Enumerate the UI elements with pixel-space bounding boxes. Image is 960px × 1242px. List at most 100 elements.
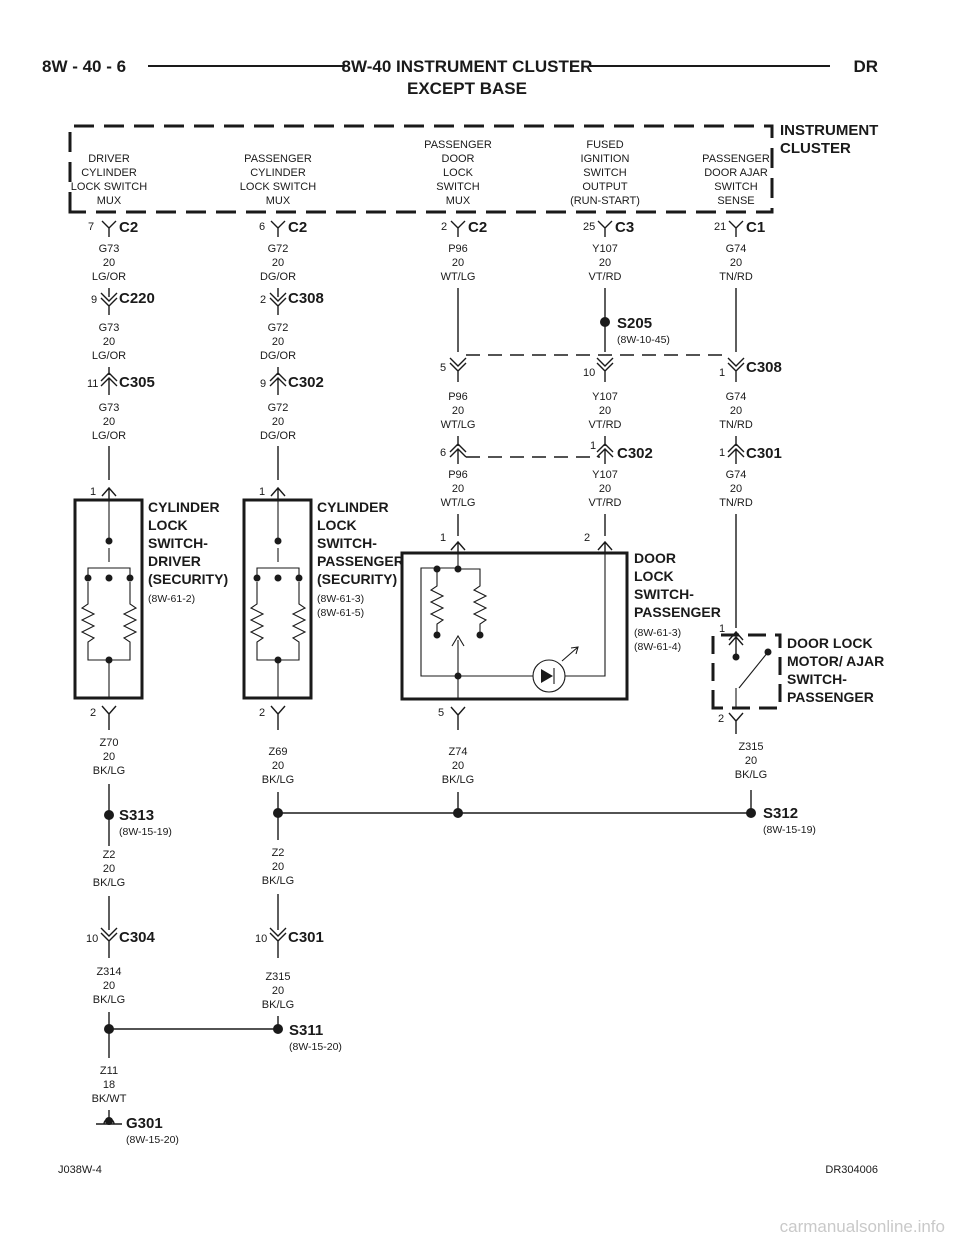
z11-circuit: Z11 — [100, 1065, 118, 1077]
g73-2-circuit: G73 — [99, 322, 120, 334]
motor-node — [764, 648, 772, 656]
c2-a-pin: 7 — [88, 221, 94, 233]
connector-c220-symbol — [100, 288, 118, 315]
dls-pin-2: 2 — [584, 532, 590, 544]
splice-s313-dot — [104, 810, 114, 820]
z315-b-color: BK/LG — [262, 999, 294, 1011]
g72-2-gauge: 20 — [272, 336, 284, 348]
cyl-pass-node — [295, 574, 303, 582]
s311-label: S311 — [289, 1022, 323, 1039]
fn-pcyl-l4: MUX — [266, 195, 291, 207]
motor-l3: SWITCH- — [787, 671, 847, 687]
c220-label: C220 — [119, 290, 155, 307]
y107-1-circuit: Y107 — [592, 243, 618, 255]
connector-c1-symbol — [728, 220, 744, 237]
cyl-pass-bottom-terminal — [270, 705, 286, 730]
z69-color: BK/LG — [262, 774, 294, 786]
dls-box — [400, 551, 629, 701]
c2-b-pin: 6 — [259, 221, 265, 233]
c308-a-pin: 2 — [260, 294, 266, 306]
g73-3-gauge: 20 — [103, 416, 115, 428]
cyl-pass-ref-2: (8W-61-5) — [317, 607, 364, 619]
cyl-drv-top-terminal — [101, 486, 117, 500]
cyl-drv-l3: SWITCH- — [148, 535, 208, 551]
cluster-label-1: INSTRUMENT — [780, 122, 878, 139]
connector-c302-a-symbol — [269, 367, 287, 395]
dls-resistor-b — [458, 568, 488, 635]
fn-dl-l5: MUX — [446, 195, 471, 207]
c301-a-pin: 1 — [719, 447, 725, 459]
s313-ref: (8W-15-19) — [119, 826, 172, 838]
column-g72: 6 C2 G72 20 DG/OR 2 C308 G72 20 DG/OR 9 … — [259, 219, 324, 480]
connector-c308-a-symbol — [269, 288, 287, 315]
z315-b-circuit: Z315 — [265, 971, 290, 983]
g73-2-gauge: 20 — [103, 336, 115, 348]
cyl-pass-node — [253, 574, 261, 582]
g73-3-circuit: G73 — [99, 402, 120, 414]
s313-label: S313 — [119, 807, 154, 824]
p96-3-gauge: 20 — [452, 483, 464, 495]
column-z315-a: Z315 20 BK/LG S312 (8W-15-19) — [735, 741, 816, 836]
y107-1-gauge: 20 — [599, 257, 611, 269]
motor-l4: PASSENGER — [787, 689, 874, 705]
dls-wire — [565, 553, 606, 677]
cyl-drv-ref: (8W-61-2) — [148, 593, 195, 605]
cyl-drv-node — [105, 537, 113, 545]
fn-ajar-l4: SENSE — [717, 195, 754, 207]
c302-a-pin: 9 — [260, 378, 266, 390]
c3-label: C3 — [615, 219, 634, 236]
g72-3-circuit: G72 — [268, 402, 289, 414]
c308-b-label: C308 — [746, 359, 782, 376]
cluster-label-2: CLUSTER — [780, 140, 851, 157]
z2-a-circuit: Z2 — [103, 849, 116, 861]
cyl-pass-top-terminal — [270, 486, 286, 500]
g73-1-gauge: 20 — [103, 257, 115, 269]
dls-pin-5: 5 — [438, 707, 444, 719]
fn-ign-l4: OUTPUT — [582, 181, 628, 193]
connector-c301-a-symbol — [727, 436, 745, 464]
column-z69: Z69 20 BK/LG Z2 20 BK/LG 10 C301 Z315 20… — [255, 746, 748, 1053]
dls-wire — [420, 553, 459, 677]
dls-ref-1: (8W-61-3) — [634, 627, 681, 639]
p96-3-circuit: P96 — [448, 469, 468, 481]
motor-switch-arm — [738, 651, 769, 689]
s312-ref: (8W-15-19) — [763, 824, 816, 836]
column-z70: Z70 20 BK/LG S313 (8W-15-19) Z2 20 BK/LG… — [86, 737, 280, 1146]
z314-circuit: Z314 — [96, 966, 121, 978]
g73-2-color: LG/OR — [92, 350, 126, 362]
door-lock-motor-ajar-switch: 1 2 DOOR LOCK MOTOR/ AJAR SWITCH- PASSEN… — [711, 623, 884, 734]
z11-gauge: 18 — [103, 1079, 115, 1091]
z314-gauge: 20 — [103, 980, 115, 992]
z11-color: BK/WT — [92, 1093, 127, 1105]
cyl-pass-l1: CYLINDER — [317, 499, 389, 515]
footer-left-code: J038W-4 — [58, 1164, 102, 1176]
g74-3-circuit: G74 — [726, 469, 747, 481]
page-number: 8W - 40 - 6 — [42, 57, 126, 76]
motor-l1: DOOR LOCK — [787, 635, 873, 651]
motor-box — [711, 633, 782, 710]
p96-1-gauge: 20 — [452, 257, 464, 269]
connector-c3-symbol — [597, 220, 613, 237]
fn-dl-l3: LOCK — [443, 167, 474, 179]
s205-label: S205 — [617, 315, 652, 332]
p96-1-circuit: P96 — [448, 243, 468, 255]
c305-pin: 11 — [87, 378, 98, 390]
c308-b-pin-y107: 10 — [583, 367, 595, 379]
motor-pin-top: 1 — [719, 623, 725, 635]
instrument-cluster-box — [68, 124, 774, 214]
z70-circuit: Z70 — [100, 737, 119, 749]
c301-b-pin: 10 — [255, 933, 267, 945]
g74-3-color: TN/RD — [719, 497, 753, 509]
c2-c-label: C2 — [468, 219, 487, 236]
motor-terminal-1 — [728, 630, 744, 656]
door-lock-switch-passenger: 1 2 5 DOOR LOCK SWITCH- PASSENGER (8W-61… — [400, 532, 721, 730]
connector-c2-c-symbol — [450, 220, 466, 237]
z70-color: BK/LG — [93, 765, 125, 777]
fn-dl-l1: PASSENGER — [424, 139, 492, 151]
cyl-pass-wire — [256, 567, 300, 578]
c3-pin: 25 — [583, 221, 595, 233]
fn-ign-l3: SWITCH — [583, 167, 626, 179]
g74-1-circuit: G74 — [726, 243, 747, 255]
model-code: DR — [853, 57, 878, 76]
cluster-function-driver: DRIVER CYLINDER LOCK SWITCH MUX — [71, 153, 147, 207]
